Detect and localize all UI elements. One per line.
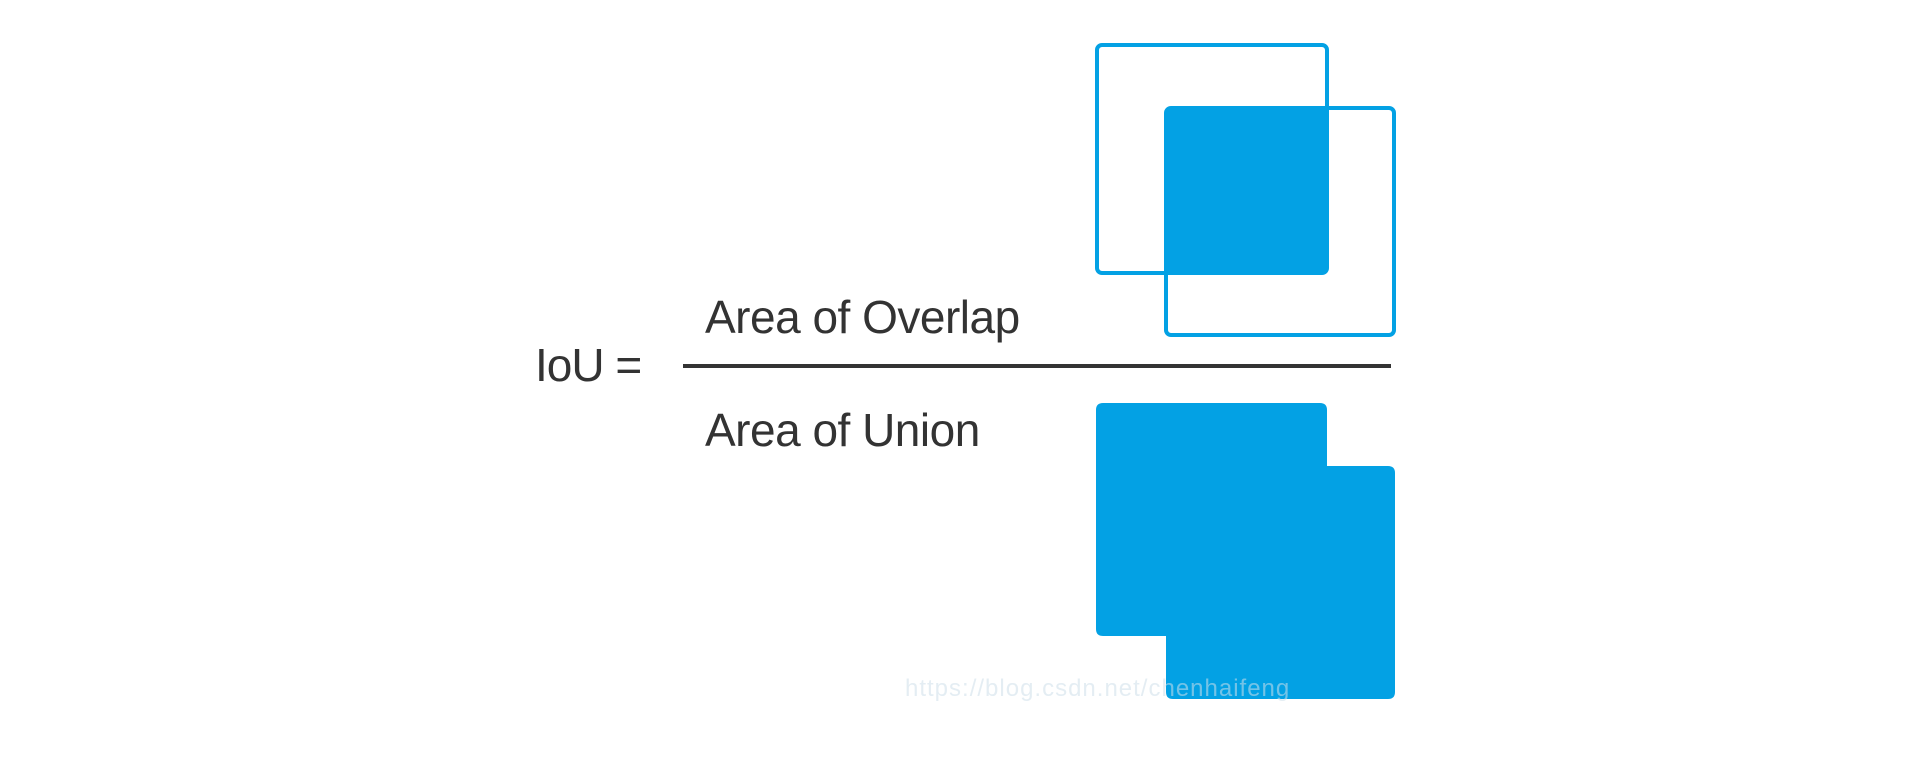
fraction-bar <box>683 364 1391 368</box>
formula-denominator: Area of Union <box>705 404 980 456</box>
union-region <box>1096 403 1395 699</box>
overlap-illustration <box>1095 43 1396 337</box>
overlap-region <box>1166 108 1327 273</box>
formula-numerator: Area of Overlap <box>705 291 1020 343</box>
union-illustration <box>1096 403 1395 699</box>
watermark: https://blog.csdn.net/chenhaifeng <box>905 675 1291 702</box>
formula-lhs: IoU = <box>535 339 642 391</box>
